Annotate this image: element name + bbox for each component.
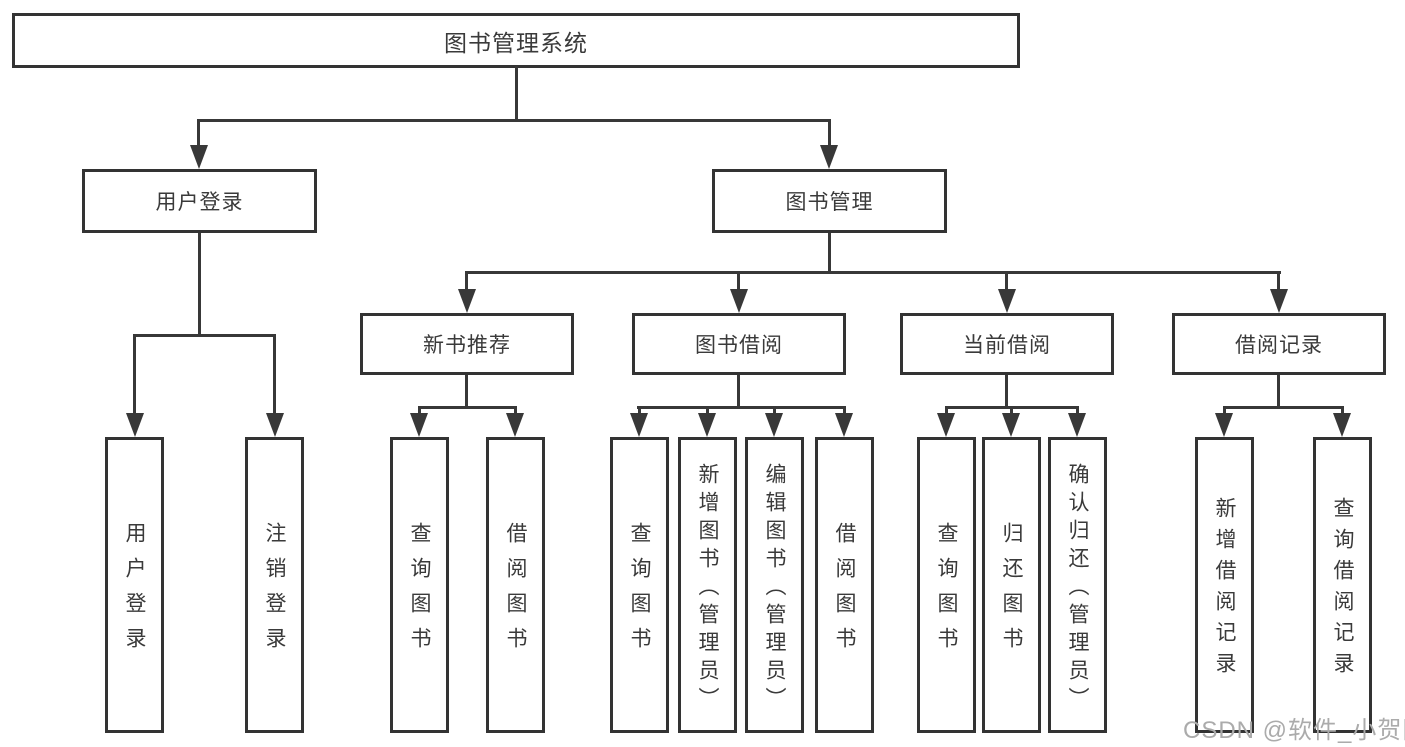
- connector-line: [197, 119, 831, 122]
- leaf-edit-book-admin: 编辑图书（管理员）: [745, 437, 804, 733]
- connector-line: [773, 406, 776, 418]
- leaf-label: 查询图书: [628, 522, 651, 662]
- leaf-user-login: 用户登录: [105, 437, 164, 733]
- leaf-label: 新增借阅记录: [1213, 497, 1236, 683]
- connector-line: [273, 334, 276, 416]
- arrowhead-icon: [835, 413, 853, 437]
- arrowhead-icon: [765, 413, 783, 437]
- arrowhead-icon: [820, 145, 838, 169]
- leaf-label: 查询图书: [408, 522, 431, 662]
- connector-line: [1277, 271, 1280, 293]
- leaf-label: 确认归还（管理员）: [1066, 462, 1089, 715]
- leaf-add-book-admin: 新增图书（管理员）: [678, 437, 737, 733]
- connector-line: [133, 334, 136, 416]
- connector-line: [1005, 375, 1008, 408]
- connector-line: [945, 406, 948, 418]
- leaf-add-borrow-record: 新增借阅记录: [1195, 437, 1254, 733]
- connector-line: [1005, 271, 1008, 293]
- arrowhead-icon: [630, 413, 648, 437]
- arrowhead-icon: [1333, 413, 1351, 437]
- arrowhead-icon: [190, 145, 208, 169]
- connector-line: [1223, 406, 1226, 418]
- connector-line: [466, 271, 1281, 274]
- leaf-label: 查询借阅记录: [1331, 497, 1354, 683]
- connector-line: [418, 406, 421, 418]
- leaf-label: 注销登录: [263, 522, 286, 662]
- node-borrow-records: 借阅记录: [1172, 313, 1386, 375]
- connector-line: [1277, 375, 1280, 408]
- leaf-label: 用户登录: [123, 522, 146, 662]
- connector-line: [1076, 406, 1079, 418]
- arrowhead-icon: [1068, 413, 1086, 437]
- watermark: CSDN @软件_小贺同学: [1183, 717, 1405, 744]
- connector-line: [1341, 406, 1344, 418]
- connector-line: [515, 66, 518, 120]
- node-new-book-recommend: 新书推荐: [360, 313, 574, 375]
- arrowhead-icon: [730, 289, 748, 313]
- leaf-logout: 注销登录: [245, 437, 304, 733]
- connector-line: [737, 375, 740, 408]
- node-book-management: 图书管理: [712, 169, 947, 233]
- connector-line: [197, 119, 200, 147]
- leaf-label: 借阅图书: [833, 522, 856, 662]
- leaf-query-books-recommend: 查询图书: [390, 437, 449, 733]
- connector-line: [1010, 406, 1013, 418]
- arrowhead-icon: [266, 413, 284, 437]
- connector-line: [1223, 406, 1344, 409]
- leaf-label: 新增图书（管理员）: [696, 462, 719, 715]
- arrowhead-icon: [998, 289, 1016, 313]
- connector-line: [843, 406, 846, 418]
- arrowhead-icon: [1270, 289, 1288, 313]
- arrowhead-icon: [126, 413, 144, 437]
- arrowhead-icon: [410, 413, 428, 437]
- connector-line: [706, 406, 709, 418]
- connector-line: [465, 375, 468, 408]
- leaf-return-books: 归还图书: [982, 437, 1041, 733]
- connector-line: [828, 233, 831, 274]
- arrowhead-icon: [1215, 413, 1233, 437]
- node-library-system: 图书管理系统: [12, 13, 1020, 68]
- connector-line: [198, 233, 201, 336]
- node-current-borrow: 当前借阅: [900, 313, 1114, 375]
- connector-line: [465, 271, 468, 293]
- leaf-label: 编辑图书（管理员）: [763, 462, 786, 715]
- leaf-label: 查询图书: [935, 522, 958, 662]
- arrowhead-icon: [1002, 413, 1020, 437]
- arrowhead-icon: [698, 413, 716, 437]
- leaf-query-borrow-record: 查询借阅记录: [1313, 437, 1372, 733]
- leaf-borrow-books-recommend: 借阅图书: [486, 437, 545, 733]
- connector-line: [514, 406, 517, 418]
- connector-line: [637, 406, 846, 409]
- arrowhead-icon: [458, 289, 476, 313]
- connector-line: [737, 271, 740, 293]
- leaf-label: 借阅图书: [504, 522, 527, 662]
- connector-line: [638, 406, 641, 418]
- leaf-confirm-return-admin: 确认归还（管理员）: [1048, 437, 1107, 733]
- node-book-borrow: 图书借阅: [632, 313, 846, 375]
- connector-line: [418, 406, 517, 409]
- arrowhead-icon: [937, 413, 955, 437]
- leaf-label: 归还图书: [1000, 522, 1023, 662]
- arrowhead-icon: [506, 413, 524, 437]
- leaf-borrow-books: 借阅图书: [815, 437, 874, 733]
- connector-line: [133, 334, 276, 337]
- leaf-query-books-current: 查询图书: [917, 437, 976, 733]
- leaf-query-books-borrow: 查询图书: [610, 437, 669, 733]
- node-user-login: 用户登录: [82, 169, 317, 233]
- connector-line: [828, 119, 831, 147]
